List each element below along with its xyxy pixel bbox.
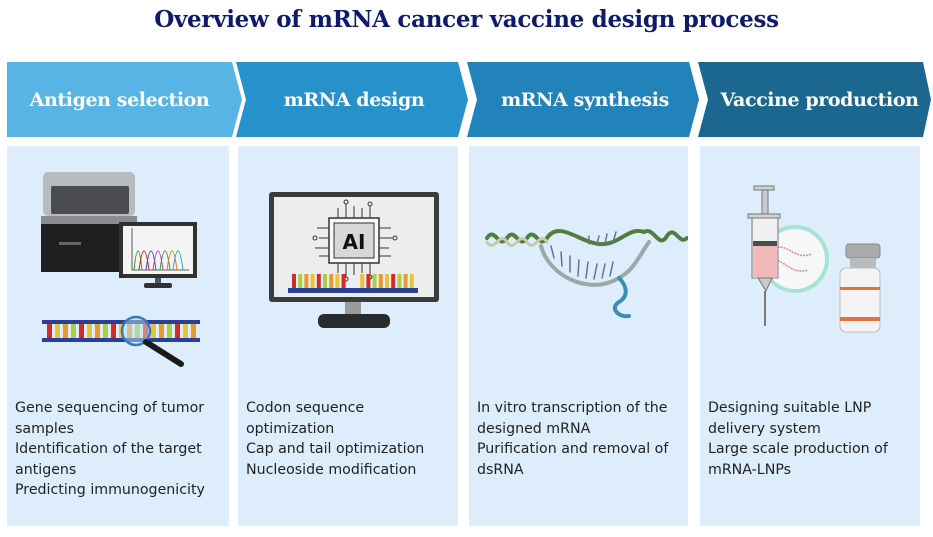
base-pair [310,274,315,288]
step-description: Designing suitable LNP delivery system L… [708,398,916,480]
mrna-strand-icon [288,274,418,293]
base-pair [87,324,92,338]
step-mrna-design: mRNA design [236,62,468,137]
diagram-title: Overview of mRNA cancer vaccine design p… [154,6,779,33]
base-pair [316,274,321,288]
ai-label: AI [343,230,366,254]
description-item: Predicting immunogenicity [15,482,205,498]
base-pair [360,274,365,288]
description-item: Nucleoside modification [246,461,417,478]
base-pair [372,274,377,288]
panel-vaccine-production: Designing suitable LNP delivery system L… [700,146,920,526]
base-pair [298,274,303,288]
description-item: Codon sequence optimization [246,400,365,437]
base-pair [159,324,164,338]
dna-helix-icon [485,228,688,319]
description-item: Designing suitable LNP delivery system [708,400,872,437]
step-description: Gene sequencing of tumor samples Identif… [15,398,225,501]
panel-antigen-selection: Gene sequencing of tumor samples Identif… [7,146,229,526]
base-pair [47,324,52,338]
base-pair [183,324,188,338]
step-label: Vaccine production [720,88,919,111]
base-pair [385,274,389,288]
base-pair [335,274,340,288]
vial-icon [839,243,881,333]
process-steps: Antigen selection mRNA design mRNA synth… [0,62,933,137]
base-pair [79,324,84,338]
base-pair [95,324,100,338]
step-mrna-synthesis: mRNA synthesis [467,62,699,137]
base-pair [304,274,309,288]
step-description: In vitro transcription of the designed m… [477,398,684,480]
base-pair [391,274,396,288]
monitor-chromatogram-icon [119,222,197,288]
base-pair [403,274,408,288]
magnifier-icon [120,315,184,367]
transcription-illustration [485,228,688,319]
step-description: Codon sequence optimization Cap and tail… [246,398,454,480]
base-pair [409,274,414,288]
panel-mrna-design: AI Codon sequence optimization Cap and t… [238,146,458,526]
base-pair [55,324,60,338]
description-item: Large scale production of mRNA-LNPs [708,441,888,478]
description-item: In vitro transcription of the designed m… [477,400,668,437]
ai-monitor-illustration: AI [269,192,439,328]
vaccine-illustration [747,185,881,333]
base-pair [175,324,180,338]
syringe-icon [747,185,781,326]
ai-chip-icon [312,199,398,282]
base-pair [167,324,172,338]
base-pair [397,274,402,288]
base-pair [378,274,383,288]
base-pair [63,324,68,338]
step-vaccine-production: Vaccine production [698,62,931,137]
sequencer-illustration [41,172,200,367]
description-item: Purification and removal of dsRNA [477,441,669,478]
base-pair [341,274,346,288]
step-antigen-selection: Antigen selection [7,62,242,137]
step-label: mRNA synthesis [501,88,669,111]
base-pair [191,324,196,338]
base-pair [71,324,76,338]
description-item: Identification of the target antigens [15,441,202,478]
step-label: mRNA design [283,88,425,111]
step-label: Antigen selection [29,88,210,111]
description-item: Gene sequencing of tumor samples [15,400,205,437]
base-pair [323,274,327,288]
base-pair [329,274,334,288]
panel-mrna-synthesis: In vitro transcription of the designed m… [469,146,688,526]
base-pair [103,324,108,338]
base-pair [151,324,156,338]
base-pair [292,274,296,288]
description-item: Cap and tail optimization [246,441,425,457]
base-pair [366,274,371,288]
base-pair [111,324,116,338]
